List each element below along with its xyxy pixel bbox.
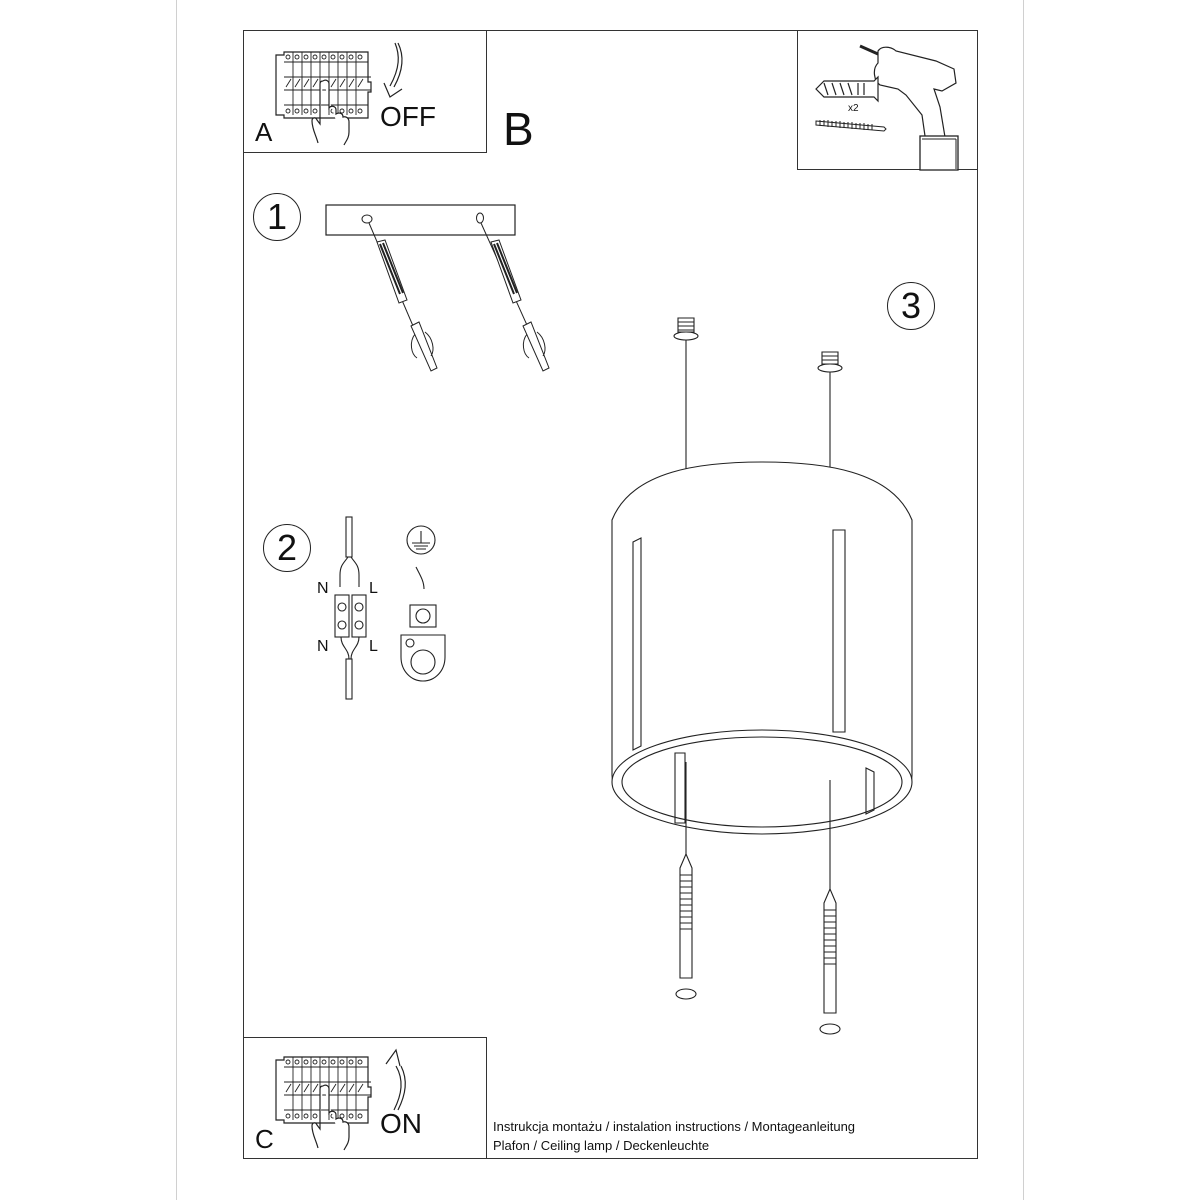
wiring-terminal-diagram: [334, 516, 367, 700]
panel-c-power-on: ON C: [243, 1037, 487, 1159]
footer-line-1: Instrukcja montażu / instalation instruc…: [493, 1119, 856, 1134]
terminal-label-n-bottom: N: [317, 638, 329, 655]
panel-a-letter: A: [255, 117, 273, 147]
step-3-number: 3: [887, 282, 935, 330]
hand-icon: [311, 79, 350, 146]
wall-plug-icon: [815, 75, 879, 103]
ground-symbol-icon: [400, 525, 446, 682]
footer-line-2: Plafon / Ceiling lamp / Deckenleuchte: [493, 1138, 710, 1153]
terminal-label-n-top: N: [317, 580, 329, 597]
panel-c-action: ON: [380, 1108, 422, 1139]
page-sheet: [176, 0, 1024, 1200]
terminal-label-l-top: L: [369, 580, 378, 597]
panel-a-power-off: OFF A: [243, 30, 487, 153]
breaker-panel-icon: [275, 51, 372, 146]
screw-icon: [815, 120, 887, 132]
quantity-label: x2: [848, 103, 859, 114]
arrow-down-icon: [383, 42, 403, 98]
panel-b-letter: B: [503, 103, 534, 155]
panel-c-letter: C: [255, 1124, 274, 1154]
instruction-frame: [243, 30, 978, 1159]
terminal-label-l-bottom: L: [369, 638, 378, 655]
footer-caption: Instrukcja montażu / instalation instruc…: [493, 1117, 855, 1155]
mounting-bar-diagram: [325, 204, 550, 372]
tools-panel: x2: [797, 30, 978, 171]
step-1-number: 1: [253, 193, 301, 241]
drill-icon: [859, 44, 959, 171]
step-2-number: 2: [263, 524, 311, 572]
panel-a-action: OFF: [380, 101, 436, 132]
breaker-panel-icon: [275, 1056, 372, 1151]
lamp-shade-diagram: [611, 317, 913, 1035]
arrow-up-icon: [385, 1048, 406, 1111]
hand-icon: [311, 1084, 350, 1151]
